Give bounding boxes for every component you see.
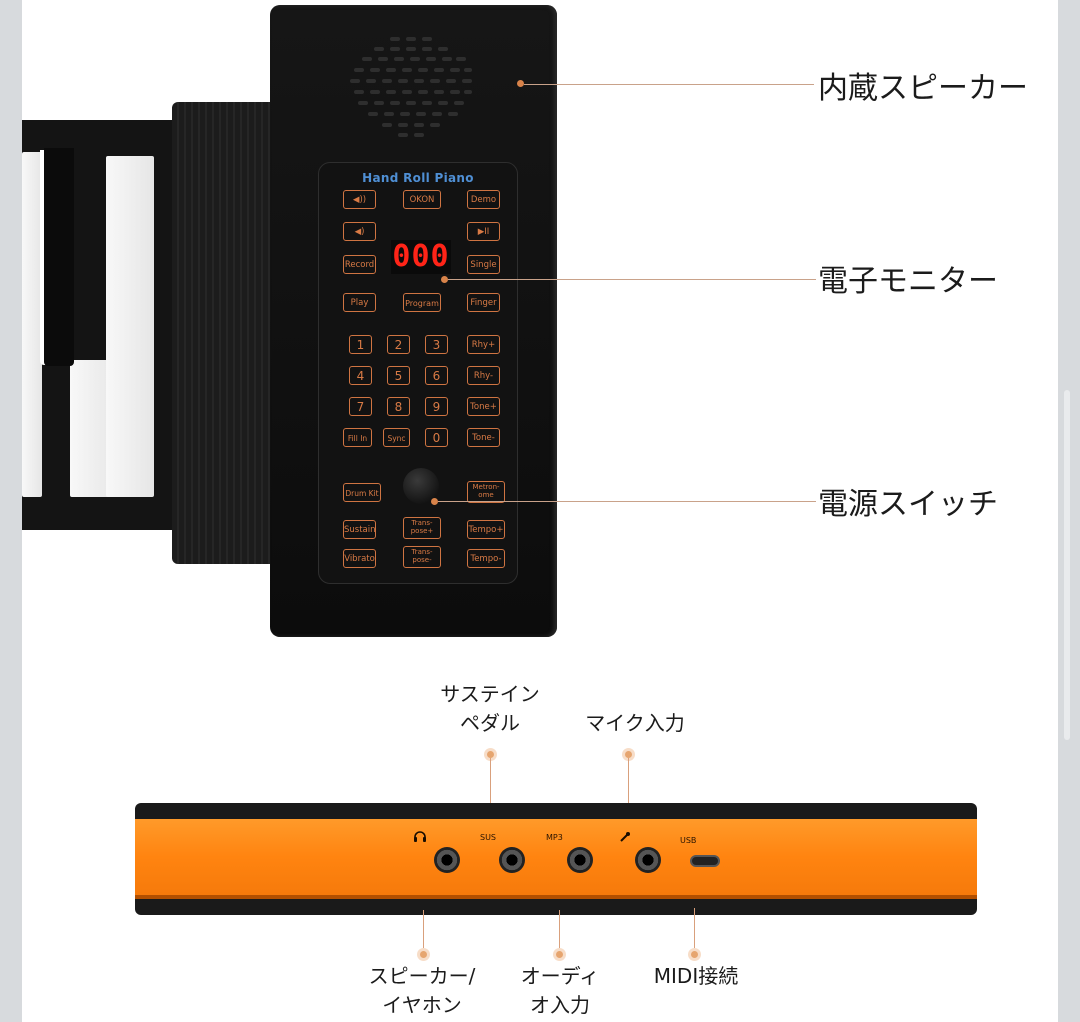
tone-down-button[interactable]: Tone- bbox=[467, 428, 500, 447]
speaker-jack-callout-dot bbox=[420, 951, 427, 958]
fill-in-button[interactable]: Fill In bbox=[343, 428, 372, 447]
speaker-callout-line bbox=[524, 84, 814, 85]
mic-icon bbox=[620, 832, 630, 842]
side-panel: SUS MP3 USB bbox=[135, 803, 977, 915]
brand-label: Hand Roll Piano bbox=[362, 171, 474, 185]
number-8-button[interactable]: 8 bbox=[387, 397, 410, 416]
headphone-icon bbox=[414, 831, 426, 842]
white-key bbox=[22, 152, 42, 497]
audio-input-label: オーディ オ入力 bbox=[500, 962, 620, 1020]
sustain-pedal-label: サステイン ペダル bbox=[434, 680, 546, 738]
number-4-button[interactable]: 4 bbox=[349, 366, 372, 385]
number-2-button[interactable]: 2 bbox=[387, 335, 410, 354]
number-3-button[interactable]: 3 bbox=[425, 335, 448, 354]
rhythm-up-button[interactable]: Rhy+ bbox=[467, 335, 500, 354]
volume-up-button[interactable]: ◀)) bbox=[343, 190, 376, 209]
transpose-up-button[interactable]: Trans-pose+ bbox=[403, 517, 441, 539]
audio-callout-dot bbox=[556, 951, 563, 958]
number-6-button[interactable]: 6 bbox=[425, 366, 448, 385]
sustain-pedal-label-line1: サステイン bbox=[440, 682, 540, 706]
usb-port[interactable] bbox=[690, 855, 720, 867]
play-pause-button[interactable]: ▶II bbox=[467, 222, 500, 241]
usb-port-label: USB bbox=[680, 836, 697, 845]
sus-callout-line bbox=[490, 758, 491, 826]
audio-input-label-line1: オーディ bbox=[520, 964, 600, 988]
mp3-port-label: MP3 bbox=[546, 833, 563, 842]
mic-callout-line bbox=[628, 758, 629, 826]
midi-label: MIDI接続 bbox=[653, 964, 739, 988]
side-panel-shade bbox=[135, 895, 977, 899]
sus-jack[interactable] bbox=[499, 847, 525, 873]
mp3-jack[interactable] bbox=[567, 847, 593, 873]
speaker-callout-dot bbox=[517, 80, 524, 87]
tone-up-button[interactable]: Tone+ bbox=[467, 397, 500, 416]
monitor-callout-line bbox=[448, 279, 816, 280]
power-callout-dot bbox=[431, 498, 438, 505]
control-panel: Hand Roll Piano ◀)) OKON Demo ◀) ▶II 000… bbox=[318, 162, 518, 584]
speaker-jack-callout-line bbox=[423, 910, 424, 952]
number-9-button[interactable]: 9 bbox=[425, 397, 448, 416]
play-button[interactable]: Play bbox=[343, 293, 376, 312]
sync-button[interactable]: Sync bbox=[383, 428, 410, 447]
mic-jack[interactable] bbox=[635, 847, 661, 873]
midi-callout-line bbox=[694, 908, 695, 952]
headphone-jack[interactable] bbox=[434, 847, 460, 873]
single-button[interactable]: Single bbox=[467, 255, 500, 274]
demo-button[interactable]: Demo bbox=[467, 190, 500, 209]
finger-button[interactable]: Finger bbox=[467, 293, 500, 312]
okon-button[interactable]: OKON bbox=[403, 190, 441, 209]
speaker-earphone-label-line2: イヤホン bbox=[382, 993, 462, 1017]
rhythm-down-button[interactable]: Rhy- bbox=[467, 366, 500, 385]
number-7-button[interactable]: 7 bbox=[349, 397, 372, 416]
drum-kit-button[interactable]: Drum Kit bbox=[343, 483, 381, 502]
sus-callout-dot bbox=[487, 751, 494, 758]
number-5-button[interactable]: 5 bbox=[387, 366, 410, 385]
sustain-button[interactable]: Sustain bbox=[343, 520, 376, 539]
monitor-callout-label: 電子モニター bbox=[818, 264, 998, 299]
power-callout-line bbox=[438, 501, 816, 502]
metronome-button[interactable]: Metron-ome bbox=[467, 481, 505, 503]
program-button[interactable]: Program bbox=[403, 293, 441, 312]
midi-callout-dot bbox=[691, 951, 698, 958]
audio-callout-line bbox=[559, 910, 560, 952]
product-image-sheet: Hand Roll Piano ◀)) OKON Demo ◀) ▶II 000… bbox=[22, 0, 1058, 1022]
tempo-up-button[interactable]: Tempo+ bbox=[467, 520, 505, 539]
number-1-button[interactable]: 1 bbox=[349, 335, 372, 354]
side-panel-orange bbox=[135, 819, 977, 895]
volume-down-button[interactable]: ◀) bbox=[343, 222, 376, 241]
black-key bbox=[44, 148, 74, 366]
audio-input-label-line2: オ入力 bbox=[530, 993, 590, 1017]
monitor-callout-dot bbox=[441, 276, 448, 283]
sustain-pedal-label-line2: ペダル bbox=[460, 711, 520, 735]
scrollbar-thumb[interactable] bbox=[1064, 390, 1070, 740]
mic-callout-dot bbox=[625, 751, 632, 758]
transpose-down-button[interactable]: Trans-pose- bbox=[403, 546, 441, 568]
roll-fold bbox=[172, 102, 280, 564]
record-button[interactable]: Record bbox=[343, 255, 376, 274]
sus-port-label: SUS bbox=[480, 833, 497, 842]
white-key bbox=[106, 156, 154, 497]
led-display: 000 bbox=[391, 239, 451, 274]
speaker-grille-icon bbox=[350, 37, 472, 137]
mic-input-label: マイク入力 bbox=[585, 711, 685, 735]
speaker-earphone-label-line1: スピーカー/ bbox=[368, 964, 476, 988]
speaker-callout-label: 内蔵スピーカー bbox=[818, 71, 1028, 106]
control-box: Hand Roll Piano ◀)) OKON Demo ◀) ▶II 000… bbox=[270, 5, 557, 637]
vibrato-button[interactable]: Vibrato bbox=[343, 549, 376, 568]
speaker-earphone-label: スピーカー/ イヤホン bbox=[352, 962, 492, 1020]
power-callout-label: 電源スイッチ bbox=[818, 487, 998, 522]
number-0-button[interactable]: 0 bbox=[425, 428, 448, 447]
tempo-down-button[interactable]: Tempo- bbox=[467, 549, 505, 568]
